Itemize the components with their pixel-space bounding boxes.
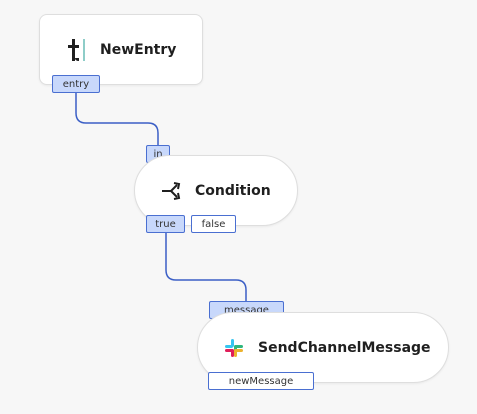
wire-entry-to-in <box>75 93 159 145</box>
port-true[interactable]: true <box>146 215 185 233</box>
node-newentry[interactable]: NewEntry <box>39 14 203 85</box>
port-false[interactable]: false <box>191 215 236 233</box>
node-title: SendChannelMessage <box>258 339 431 356</box>
wire-true-to-message <box>165 233 247 301</box>
typeform-icon <box>68 35 90 65</box>
port-entry[interactable]: entry <box>52 75 100 93</box>
node-title: Condition <box>195 182 271 199</box>
port-newmessage[interactable]: newMessage <box>208 372 314 390</box>
node-condition[interactable]: Condition <box>134 155 298 226</box>
node-title: NewEntry <box>100 41 177 58</box>
slack-icon <box>224 333 244 363</box>
branch-icon <box>161 176 183 206</box>
node-send-channel-message[interactable]: SendChannelMessage <box>197 312 449 383</box>
